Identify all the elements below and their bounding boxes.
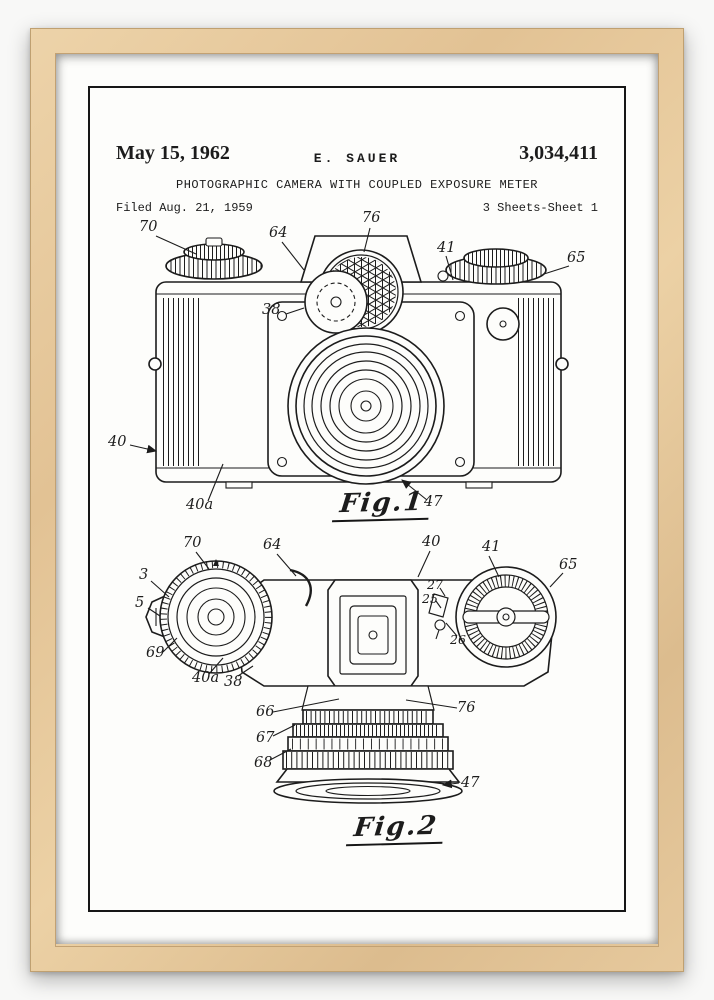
patent-date: May 15, 1962: [116, 142, 230, 164]
fig2-ref-27: 27: [427, 577, 443, 592]
fig1-ref-38: 38: [262, 302, 281, 318]
sheet-info: 3 Sheets-Sheet 1: [482, 201, 598, 215]
fig1-ref-40a: 40a: [186, 497, 214, 513]
fig2-ref-67: 67: [256, 730, 275, 746]
patent-number: 3,034,411: [519, 142, 598, 164]
fig1-leader-lines: [129, 227, 570, 502]
fig2-ref-40a: 40a: [192, 670, 220, 686]
fig2-ref-68: 68: [254, 755, 273, 771]
fig1-ref-40: 40: [108, 434, 127, 450]
wood-frame: May 15, 1962 E. SAUER 3,034,411 PHOTOGRA…: [30, 28, 684, 972]
fig2-ref-47: 47: [461, 775, 480, 791]
fig2-ref-69: 69: [146, 645, 165, 661]
fig2-ref-70: 70: [183, 535, 202, 551]
fig1-ref-76: 76: [362, 210, 381, 226]
fig1-ref-65: 65: [567, 250, 586, 266]
fig2-ref-65: 65: [559, 557, 578, 573]
fig2-ref-3: 3: [139, 567, 149, 583]
fig2-ref-38: 38: [224, 674, 243, 690]
fig2-ref-5: 5: [135, 595, 145, 611]
fig2-camera-top-drawing: [145, 550, 564, 804]
fig2-leader-lines: [147, 550, 564, 789]
fig1-ref-64: 64: [269, 225, 288, 241]
fig1-caption: Fig.1: [331, 486, 432, 523]
fig2-ref-64: 64: [263, 537, 282, 553]
fig1-ref-41: 41: [437, 240, 456, 256]
fig2-ref-40: 40: [422, 534, 441, 550]
fig2-ref-25: 25: [422, 591, 438, 606]
fig2-ref-66: 66: [256, 704, 275, 720]
fig2-ref-41: 41: [482, 539, 501, 555]
fig1-ref-70: 70: [139, 219, 158, 235]
inventor-name: E. SAUER: [313, 151, 401, 166]
fig1-camera-front-drawing: [129, 227, 570, 502]
filed-date: Filed Aug. 21, 1959: [116, 201, 253, 215]
fig2-ref-26: 26: [450, 632, 466, 647]
fig2-ref-76: 76: [457, 700, 476, 716]
patent-border: [88, 86, 626, 912]
patent-title: PHOTOGRAPHIC CAMERA WITH COUPLED EXPOSUR…: [176, 178, 538, 192]
patent-sheet: May 15, 1962 E. SAUER 3,034,411 PHOTOGRA…: [56, 54, 658, 944]
fig1-ref-47: 47: [424, 494, 443, 510]
fig2-caption: Fig.2: [345, 810, 446, 847]
